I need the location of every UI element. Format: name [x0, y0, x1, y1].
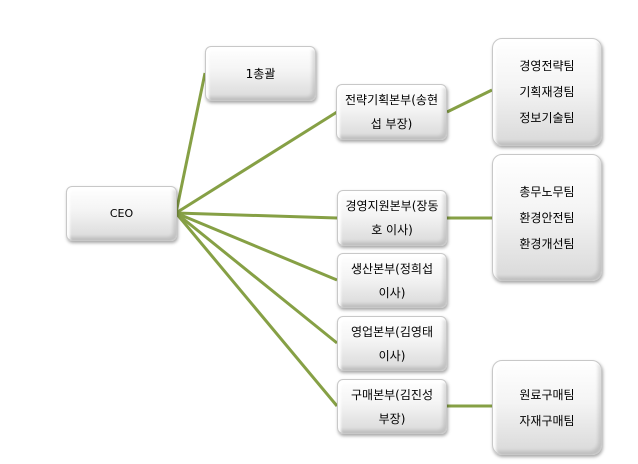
connector-ceo-production	[175, 211, 338, 282]
division-node-support[interactable]: 경영지원본부(장동호 이사)	[337, 190, 447, 246]
division-node-sales[interactable]: 영업본부(김영태 이사)	[337, 316, 447, 371]
team-label: 환경개선팀	[519, 236, 575, 251]
ceo-node[interactable]: CEO	[66, 186, 177, 241]
connector-ceo-sales	[175, 211, 338, 345]
team-group-purchase[interactable]: 원료구매팀 자재구매팀	[492, 360, 602, 455]
division-label: 전략기획본부(송현섭 부장)	[344, 93, 438, 131]
division-node-production[interactable]: 생산본부(정희섭 이사)	[337, 253, 447, 308]
team-label: 환경안전팀	[519, 210, 575, 225]
division-node-strategy[interactable]: 전략기획본부(송현섭 부장)	[336, 84, 447, 140]
connector-strategy-teams	[446, 88, 493, 114]
connector-ceo-support	[175, 211, 338, 220]
team-label: 총무노무팀	[519, 184, 575, 199]
team-label: 자재구매팀	[519, 413, 575, 428]
general-node[interactable]: 1총괄	[205, 46, 316, 101]
team-group-support[interactable]: 총무노무팀 환경안전팀 환경개선팀	[492, 154, 602, 281]
team-group-strategy[interactable]: 경영전략팀 기획재경팀 정보기술팀	[492, 38, 602, 146]
team-label: 정보기술팀	[519, 111, 575, 125]
ceo-label: CEO	[109, 206, 134, 220]
division-label: 영업본부(김영태 이사)	[351, 324, 433, 363]
team-label: 원료구매팀	[519, 387, 575, 402]
division-label: 구매본부(김진성 부장)	[351, 387, 433, 426]
division-label: 경영지원본부(장동호 이사)	[345, 199, 439, 237]
division-node-purchase[interactable]: 구매본부(김진성 부장)	[337, 379, 447, 434]
connector-ceo-general	[174, 72, 207, 214]
general-label: 1총괄	[245, 66, 276, 81]
division-label: 생산본부(정희섭 이사)	[351, 261, 433, 300]
connector-ceo-strategy	[175, 110, 338, 215]
connector-ceo-purchase	[174, 212, 339, 407]
team-label: 경영전략팀	[519, 59, 575, 73]
team-label: 기획재경팀	[519, 85, 575, 99]
